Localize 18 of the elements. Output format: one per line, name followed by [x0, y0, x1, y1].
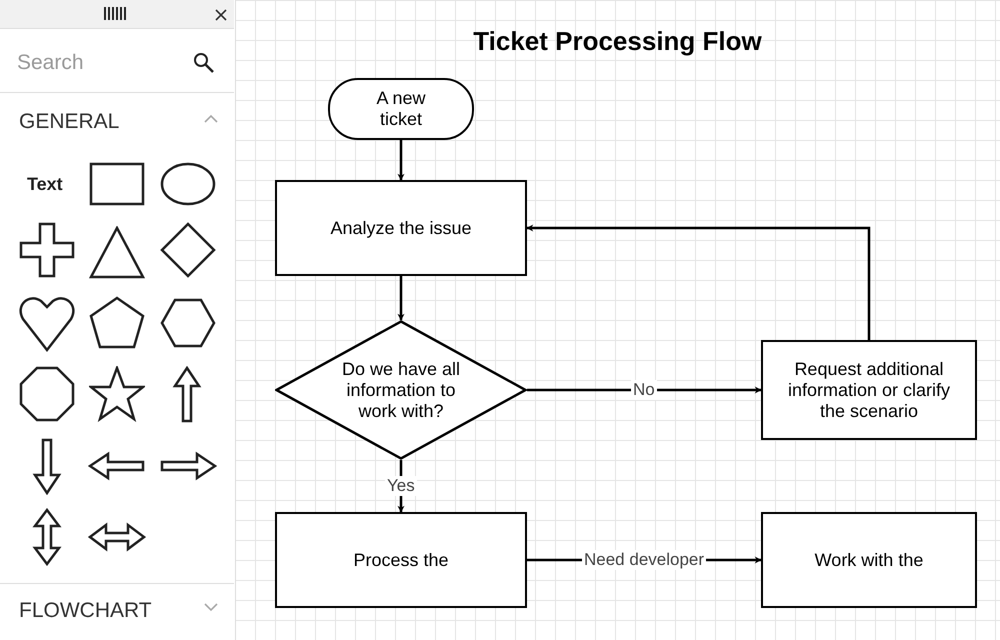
decision-diamond: Do we have all information to work with?	[275, 320, 527, 460]
arrow	[527, 386, 762, 394]
diagram-title: Ticket Processing Flow	[472, 26, 763, 57]
section-heading: GENERAL	[19, 110, 120, 134]
arrow	[398, 276, 404, 321]
arrow	[526, 224, 870, 340]
edge-label: No	[631, 380, 657, 400]
edge-label: Need developer	[582, 550, 706, 570]
start-terminal: A new ticket	[328, 78, 474, 140]
process-box: Work with the	[761, 512, 977, 608]
edge-label: Yes	[385, 476, 417, 496]
process-box: Analyze the issue	[275, 180, 527, 276]
process-box: Request additional information or clarify the scenario	[761, 340, 977, 440]
process-box: Process the	[275, 512, 527, 608]
text-tool-label: Text	[27, 174, 63, 195]
arrow	[398, 140, 404, 181]
section-heading: FLOWCHART	[19, 599, 152, 623]
placeholder-text: Search	[17, 51, 84, 75]
